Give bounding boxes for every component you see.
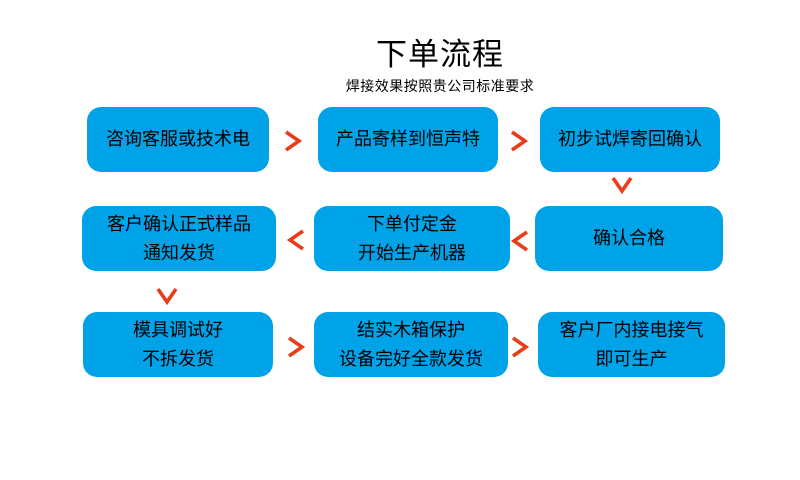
flow-step-deposit-production: 下单付定金 开始生产机器 [314, 206, 510, 271]
flow-step-customer-setup: 客户厂内接电接气 即可生产 [538, 312, 725, 377]
flow-step-label: 咨询客服或技术电 [106, 129, 250, 150]
flow-step-label: 不拆发货 [142, 348, 214, 370]
flow-step-trial-weld: 初步试焊寄回确认 [540, 107, 720, 172]
arrow-down-icon [610, 176, 634, 198]
flow-step-label: 产品寄样到恒声特 [336, 129, 480, 150]
flow-step-mold-tuned: 模具调试好 不拆发货 [83, 312, 273, 377]
arrow-left-icon [510, 229, 530, 257]
flow-step-label: 即可生产 [595, 348, 668, 370]
flow-step-label: 初步试焊寄回确认 [558, 129, 702, 150]
flow-step-send-sample: 产品寄样到恒声特 [318, 107, 498, 172]
flow-step-consult: 咨询客服或技术电 [87, 107, 269, 172]
flow-step-label: 通知发货 [143, 242, 215, 264]
flow-step-crate-ship: 结实木箱保护 设备完好全款发货 [314, 312, 508, 377]
flow-step-confirm-qualified: 确认合格 [535, 206, 723, 271]
flow-step-label: 结实木箱保护 [357, 319, 465, 341]
flow-step-confirm-sample-ship: 客户确认正式样品 通知发货 [82, 206, 276, 271]
flow-step-label: 下单付定金 [367, 213, 457, 235]
arrow-right-icon [283, 129, 303, 157]
flow-step-label: 设备完好全款发货 [339, 348, 483, 370]
arrow-right-icon [509, 129, 529, 157]
page-title: 下单流程 [376, 37, 504, 73]
flow-step-label: 客户确认正式样品 [107, 213, 251, 235]
page-subtitle: 焊接效果按照贵公司标准要求 [345, 79, 535, 95]
arrow-down-icon [155, 287, 179, 309]
flow-step-label: 客户厂内接电接气 [559, 319, 704, 341]
flow-step-label: 模具调试好 [133, 319, 223, 341]
arrow-right-icon [286, 335, 306, 363]
flow-step-label: 确认合格 [593, 228, 665, 249]
arrow-left-icon [286, 228, 306, 256]
flow-step-label: 开始生产机器 [358, 242, 466, 264]
arrow-right-icon [510, 335, 530, 363]
